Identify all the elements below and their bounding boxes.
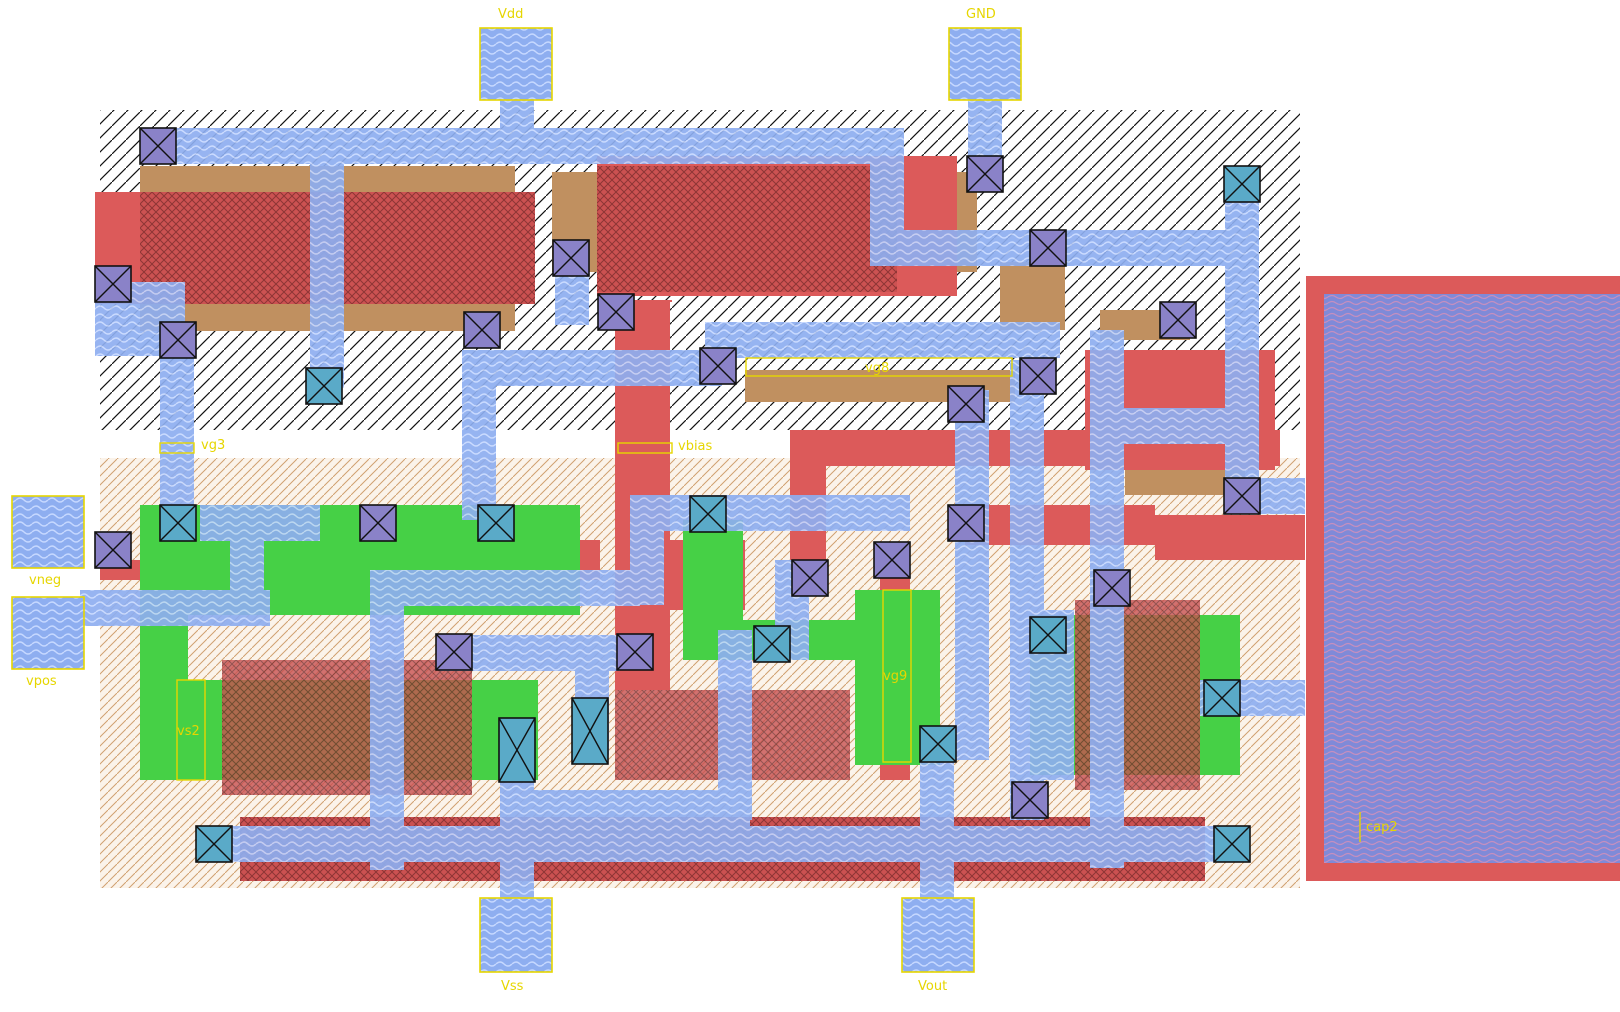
via-group (94, 127, 1261, 863)
pad-gnd (948, 27, 1022, 101)
metal-via (1159, 301, 1197, 339)
label-vneg: vneg (29, 573, 61, 588)
pad-vdd (479, 27, 553, 101)
diffusion-contact (477, 504, 515, 542)
metal-via (1011, 781, 1049, 819)
label-vbias: vbias (678, 439, 713, 454)
diffusion-contact (919, 725, 957, 763)
label-vg8: vg8 (865, 361, 889, 376)
pad-vpos (11, 596, 85, 670)
metal-via (359, 504, 397, 542)
label-cap2: cap2 (1366, 820, 1398, 835)
metal-via (791, 559, 829, 597)
metal-via (873, 541, 911, 579)
diffusion-contact (689, 495, 727, 533)
metal-via (463, 311, 501, 349)
label-vg3: vg3 (201, 438, 225, 453)
diffusion-contact (1213, 825, 1251, 863)
metal-via (139, 127, 177, 165)
metal-via (616, 633, 654, 671)
label-vout: Vout (918, 979, 947, 994)
label-vs2: vs2 (177, 724, 200, 739)
metal-via (435, 633, 473, 671)
label-gnd: GND (966, 7, 996, 22)
metal-via (947, 504, 985, 542)
metal-via (1223, 477, 1261, 515)
diffusion-contact (159, 504, 197, 542)
label-vss: Vss (501, 979, 524, 994)
metal-via (597, 293, 635, 331)
pad-vout (901, 897, 975, 973)
metal-via (966, 155, 1004, 193)
label-vpos: vpos (26, 674, 57, 689)
capacitor-plate (1324, 294, 1620, 863)
diffusion-contact (498, 717, 536, 783)
metal-via (94, 531, 132, 569)
pad-vss (479, 897, 553, 973)
diffusion-contact (1029, 616, 1067, 654)
metal-via (159, 321, 197, 359)
label-boxes (159, 357, 1361, 842)
diffusion-contact (1203, 679, 1241, 717)
metal-via (699, 347, 737, 385)
pads (11, 27, 1022, 973)
metal-via (1093, 569, 1131, 607)
label-vg9: vg9 (883, 669, 907, 684)
label-vdd: Vdd (498, 7, 523, 22)
diffusion-contact (195, 825, 233, 863)
diffusion-contact (1223, 165, 1261, 203)
metal-via (94, 265, 132, 303)
diffusion-contact (571, 697, 609, 765)
pad-vneg (11, 495, 85, 569)
diffusion-contact (305, 367, 343, 405)
text-labels: Vdd GND vneg vpos Vss Vout vg3 vbias vg8… (26, 7, 1398, 994)
diffusion-contact (753, 625, 791, 663)
metal-via (1029, 229, 1067, 267)
metal-via (1019, 357, 1057, 395)
metal-via (552, 239, 590, 277)
metal1-layer (80, 100, 1305, 900)
metal-via (947, 385, 985, 423)
